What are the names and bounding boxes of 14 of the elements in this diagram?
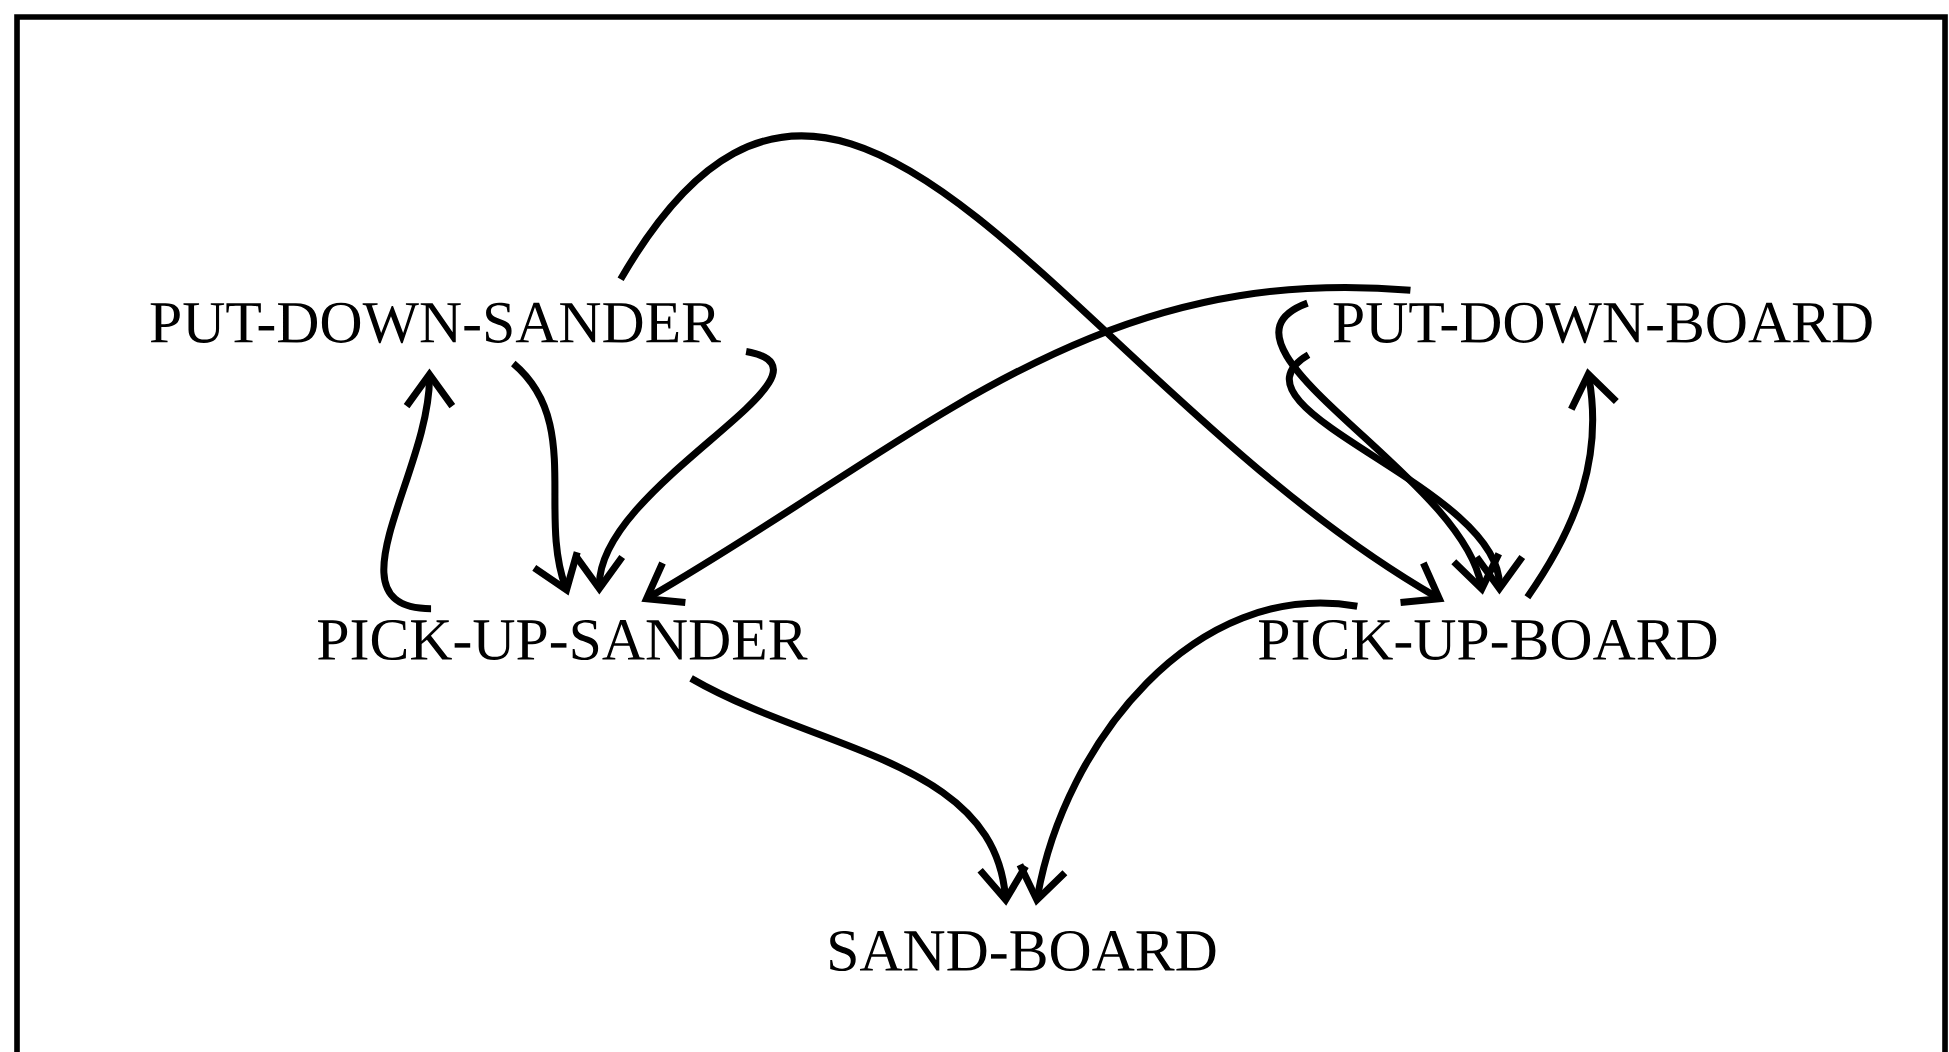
arrow bbox=[641, 284, 1411, 607]
arrow bbox=[510, 361, 581, 596]
action-label: PICK-UP-BOARD bbox=[1259, 619, 1717, 661]
arrow bbox=[617, 132, 1445, 607]
action-label: PICK-UP-SANDER bbox=[318, 619, 808, 661]
action-label: PUT-DOWN-BOARD bbox=[1333, 302, 1872, 344]
arrow bbox=[1524, 368, 1619, 600]
action-label: PUT-DOWN-SANDER bbox=[150, 302, 721, 344]
arrow bbox=[1286, 352, 1526, 595]
arrow bbox=[1016, 599, 1358, 906]
arrow bbox=[380, 368, 456, 613]
arrow bbox=[689, 675, 1029, 906]
arrow bbox=[1275, 300, 1502, 595]
action-label: SAND-BOARD bbox=[830, 930, 1216, 972]
